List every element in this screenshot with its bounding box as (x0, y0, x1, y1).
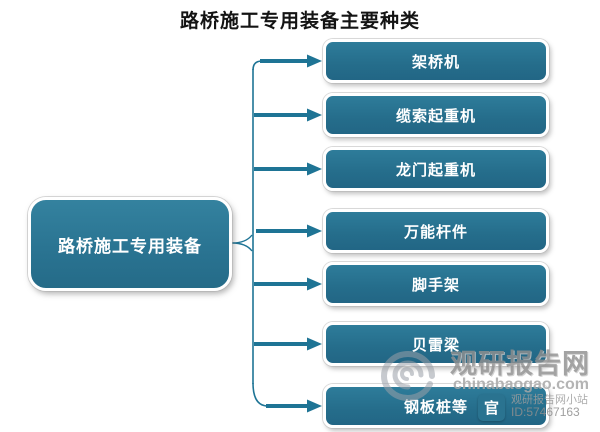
branch-box-beileiliang: 贝雷梁 (323, 322, 549, 366)
watermark-site-url: chinabaogao.com (453, 376, 590, 393)
branch-label: 架桥机 (411, 54, 460, 71)
site-badge-id: ID:57467163 (511, 405, 580, 419)
watermark-swirl-icon (381, 351, 435, 402)
site-badge-text: 观研报告网小站 ID:57467163 (511, 394, 588, 418)
watermark-site-name: 观研报告网 (450, 349, 590, 379)
site-badge-name: 观研报告网小站 (511, 394, 588, 406)
arrowheads (307, 54, 322, 413)
branch-box-jiaqiaoji: 架桥机 (323, 39, 549, 83)
site-badge: 官 观研报告网小站 ID:57467163 (478, 394, 588, 421)
branch-box-wannengganjian: 万能杆件 (323, 209, 549, 253)
branch-box-lansuoqizhongji: 缆索起重机 (323, 93, 549, 137)
page-title: 路桥施工专用装备主要种类 (179, 11, 420, 32)
site-badge-icon: 官 (478, 394, 505, 421)
branch-label: 脚手架 (411, 277, 460, 294)
root-node: 路桥施工专用装备 (28, 197, 232, 291)
branch-label: 缆索起重机 (395, 108, 476, 125)
branch-label: 龙门起重机 (395, 162, 476, 179)
root-node-label: 路桥施工专用装备 (58, 236, 202, 256)
branch-box-longmenqizhongji: 龙门起重机 (323, 147, 549, 191)
branch-label: 钢板桩等 (403, 399, 468, 416)
branch-label: 贝雷梁 (411, 337, 460, 354)
branch-box-gangbanzhuang: 钢板桩等 (323, 384, 549, 428)
branch-label: 万能杆件 (403, 224, 468, 241)
branch-box-jiaoshoujia: 脚手架 (323, 262, 549, 306)
